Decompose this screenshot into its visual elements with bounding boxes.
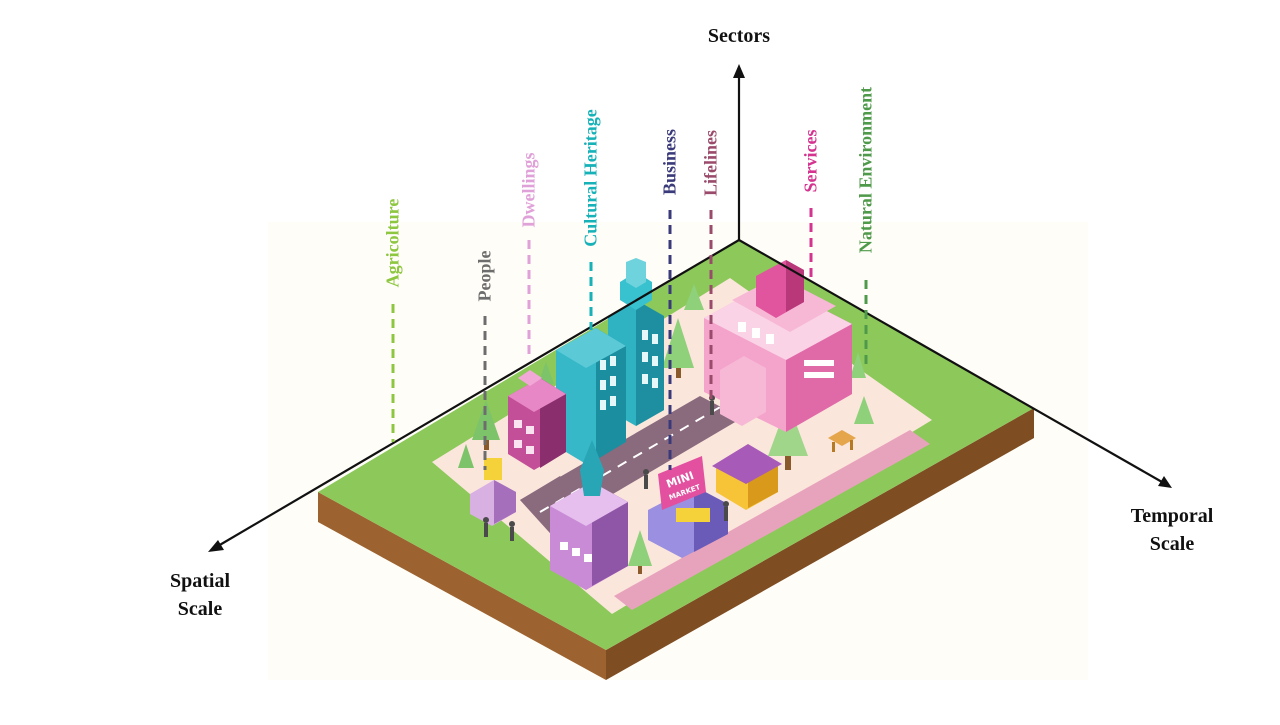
sector-label-services: Services bbox=[800, 129, 821, 193]
axis-label-spatial-scale: Spatial Scale bbox=[150, 567, 250, 623]
boardwalk bbox=[614, 430, 930, 610]
bench bbox=[828, 430, 856, 452]
heritage-building bbox=[550, 440, 628, 590]
sector-label-lifelines: Lifelines bbox=[700, 130, 721, 196]
axis-label-spatial-line1: Spatial bbox=[169, 570, 231, 592]
axis-temporal-line bbox=[738, 239, 1163, 483]
dwelling-building bbox=[508, 370, 566, 470]
sector-label-people: People bbox=[474, 250, 495, 302]
platform-soil-right bbox=[606, 408, 1034, 680]
sector-label-business: Business bbox=[659, 128, 680, 196]
axis-label-temporal-line1: Temporal bbox=[1130, 505, 1214, 527]
axis-label-temporal-line2: Scale bbox=[1149, 533, 1195, 555]
axis-spatial-line bbox=[217, 239, 740, 547]
kiosk bbox=[470, 458, 516, 526]
sector-label-natural-environment: Natural Environment bbox=[855, 86, 876, 254]
axis-label-sectors: Sectors bbox=[689, 22, 789, 50]
axis-label-sectors-text: Sectors bbox=[707, 25, 771, 47]
teal-towers bbox=[556, 258, 664, 464]
axis-spatial-arrowhead bbox=[208, 540, 224, 552]
services-building bbox=[704, 260, 852, 432]
sector-label-dwellings: Dwellings bbox=[518, 152, 539, 228]
axis-sectors-arrowhead bbox=[733, 64, 745, 78]
sector-label-cultural-heritage: Cultural Heritage bbox=[580, 109, 601, 247]
axis-label-spatial-line2: Scale bbox=[177, 598, 223, 620]
axes bbox=[208, 64, 1172, 552]
axis-temporal-arrowhead bbox=[1158, 476, 1172, 488]
axis-label-temporal-scale: Temporal Scale bbox=[1112, 502, 1232, 558]
sector-label-agriculture: Agricolture bbox=[382, 198, 403, 288]
sector-leader-lines bbox=[391, 208, 868, 470]
yellow-shop bbox=[712, 444, 782, 510]
platform-soil-left bbox=[318, 492, 606, 680]
